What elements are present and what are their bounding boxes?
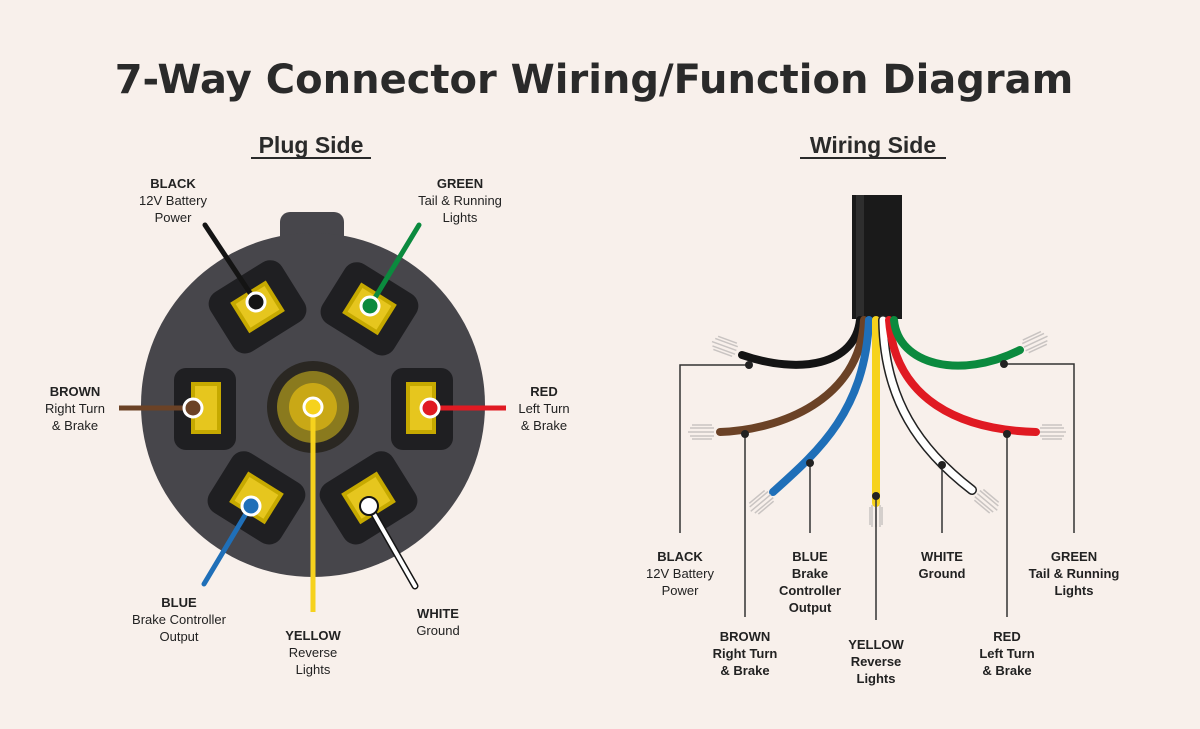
svg-text:Lights: Lights xyxy=(296,662,331,677)
plug-label-yellow: YELLOW Reverse Lights xyxy=(285,628,341,677)
plug-side-heading: Plug Side xyxy=(259,132,364,158)
svg-text:WHITE: WHITE xyxy=(921,549,963,564)
svg-text:GREEN: GREEN xyxy=(1051,549,1097,564)
svg-text:12V Battery: 12V Battery xyxy=(646,566,714,581)
svg-text:BLACK: BLACK xyxy=(150,176,196,191)
plug-label-black: BLACK 12V Battery Power xyxy=(139,176,207,225)
dot-blue xyxy=(806,459,814,467)
plug-wire-black xyxy=(202,222,259,305)
svg-text:Tail & Running: Tail & Running xyxy=(1029,566,1120,581)
svg-text:YELLOW: YELLOW xyxy=(848,637,904,652)
svg-text:Output: Output xyxy=(159,629,198,644)
plug-label-brown: BROWN Right Turn & Brake xyxy=(45,384,105,433)
wiring-label-white: WHITE Ground xyxy=(919,549,966,581)
svg-text:& Brake: & Brake xyxy=(521,418,567,433)
svg-text:Ground: Ground xyxy=(416,623,459,638)
plug-label-white: WHITE Ground xyxy=(416,606,459,638)
dot-red xyxy=(1003,430,1011,438)
svg-text:Power: Power xyxy=(155,210,193,225)
wire-ends xyxy=(688,330,1066,527)
leader-black xyxy=(679,364,749,533)
svg-text:Tail & Running: Tail & Running xyxy=(418,193,502,208)
plug-label-red: RED Left Turn & Brake xyxy=(518,384,569,433)
svg-text:Controller: Controller xyxy=(779,583,841,598)
svg-text:BLACK: BLACK xyxy=(657,549,703,564)
wiring-side-heading: Wiring Side xyxy=(810,132,936,158)
svg-text:Output: Output xyxy=(789,600,832,615)
svg-text:Reverse: Reverse xyxy=(851,654,902,669)
svg-text:Ground: Ground xyxy=(919,566,966,581)
wiring-label-blue: BLUE Brake Controller Output xyxy=(779,549,841,615)
svg-text:Lights: Lights xyxy=(857,671,896,686)
svg-text:& Brake: & Brake xyxy=(720,663,769,678)
svg-text:Power: Power xyxy=(662,583,700,598)
svg-text:12V Battery: 12V Battery xyxy=(139,193,207,208)
svg-text:Reverse: Reverse xyxy=(289,645,337,660)
wiring-leader-lines xyxy=(679,363,1075,620)
dot-brown xyxy=(741,430,749,438)
plug-dot-brown xyxy=(182,397,204,419)
harness-wire-red xyxy=(885,316,1040,436)
svg-text:& Brake: & Brake xyxy=(982,663,1031,678)
svg-text:RED: RED xyxy=(993,629,1020,644)
harness-wire-blue xyxy=(769,316,873,496)
plug-label-green: GREEN Tail & Running Lights xyxy=(418,176,502,225)
svg-text:WHITE: WHITE xyxy=(417,606,459,621)
harness-wire-black xyxy=(738,316,864,369)
plug-wire-blue xyxy=(201,504,253,587)
wiring-label-brown: BROWN Right Turn & Brake xyxy=(713,629,778,678)
plug-dot-yellow xyxy=(302,396,324,418)
wiring-label-yellow: YELLOW Reverse Lights xyxy=(848,637,904,686)
svg-text:YELLOW: YELLOW xyxy=(285,628,341,643)
plug-wire-green xyxy=(367,222,422,309)
svg-text:Brake: Brake xyxy=(792,566,828,581)
svg-text:Left Turn: Left Turn xyxy=(979,646,1034,661)
dot-black xyxy=(745,361,753,369)
plug-dot-blue xyxy=(240,495,262,517)
svg-text:Right Turn: Right Turn xyxy=(45,401,105,416)
plug-leader-lines xyxy=(119,222,506,612)
svg-text:BLUE: BLUE xyxy=(161,595,197,610)
harness-wire-green xyxy=(890,316,1024,370)
diagram-title: 7-Way Connector Wiring/Function Diagram xyxy=(115,57,1074,103)
dot-white xyxy=(938,461,946,469)
plug-dot-green xyxy=(359,295,381,317)
harness-wire-brown xyxy=(716,316,868,436)
dot-green xyxy=(1000,360,1008,368)
svg-text:BLUE: BLUE xyxy=(792,549,828,564)
plug-dot-white xyxy=(359,496,379,516)
svg-text:Brake Controller: Brake Controller xyxy=(132,612,227,627)
svg-text:BROWN: BROWN xyxy=(720,629,771,644)
plug-label-blue: BLUE Brake Controller Output xyxy=(132,595,227,644)
svg-text:Right Turn: Right Turn xyxy=(713,646,778,661)
svg-text:GREEN: GREEN xyxy=(437,176,483,191)
svg-text:Lights: Lights xyxy=(443,210,478,225)
svg-text:Lights: Lights xyxy=(1055,583,1094,598)
plug-dot-black xyxy=(245,291,267,313)
wiring-label-green: GREEN Tail & Running Lights xyxy=(1029,549,1120,598)
leader-green xyxy=(1004,363,1075,533)
wiring-harness xyxy=(679,195,1075,620)
svg-text:RED: RED xyxy=(530,384,557,399)
wiring-label-black: BLACK 12V Battery Power xyxy=(646,549,714,598)
wiring-label-red: RED Left Turn & Brake xyxy=(979,629,1034,678)
svg-text:BROWN: BROWN xyxy=(50,384,101,399)
svg-text:& Brake: & Brake xyxy=(52,418,98,433)
dot-yellow xyxy=(872,492,880,500)
plug-dot-red xyxy=(419,397,441,419)
svg-text:Left Turn: Left Turn xyxy=(518,401,569,416)
